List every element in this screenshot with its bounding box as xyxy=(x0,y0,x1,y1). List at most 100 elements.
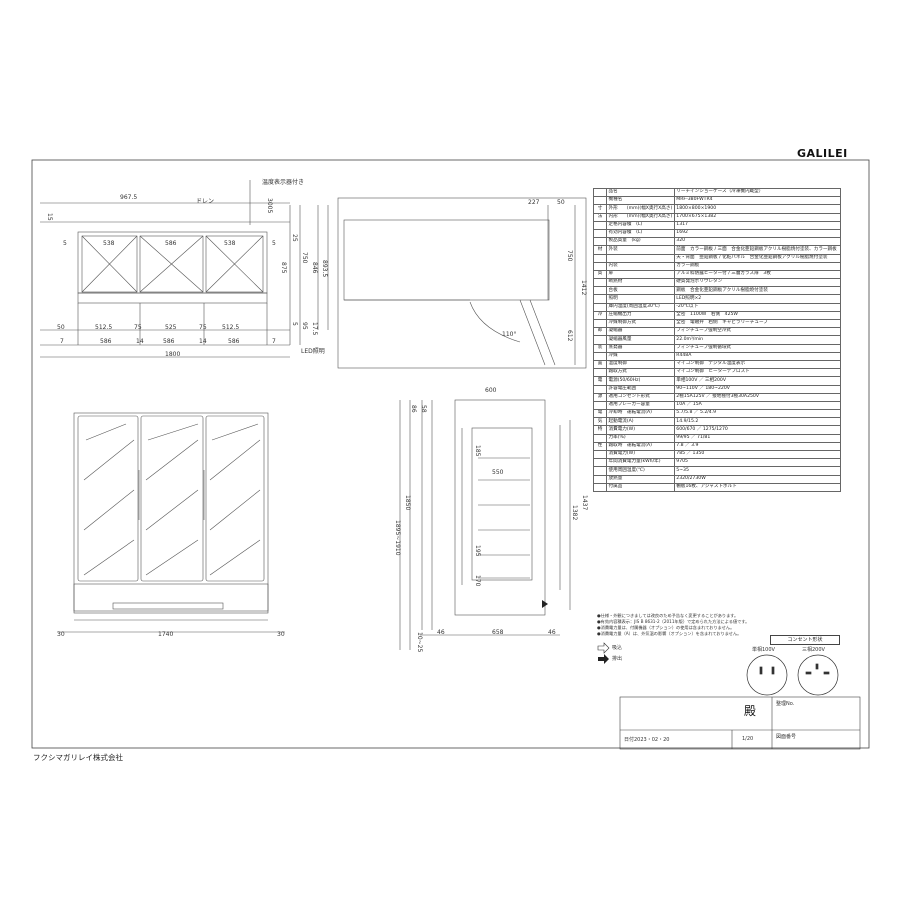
dim-label: 95 xyxy=(301,322,308,330)
spec-row: 性霜取時 運転電流(A)7.8 ／ 3.9 xyxy=(593,441,842,452)
spec-group xyxy=(593,449,607,460)
spec-group xyxy=(593,458,607,468)
dim-label: 3005 xyxy=(266,198,273,213)
spec-group xyxy=(593,318,607,329)
note-line: ●消費電力量（A）は、外気温の影響（オプション）を含まれておりません。 xyxy=(597,631,742,636)
dim-label: 5 xyxy=(291,322,298,326)
dim-label: 1382 xyxy=(571,505,578,520)
dim-label: 586 xyxy=(228,338,240,345)
spec-row: 製品質量 (kg)320 xyxy=(593,237,842,247)
spec-key: 照明 xyxy=(606,294,675,304)
dim-label: 875 xyxy=(280,262,287,274)
dim-label: 110° xyxy=(502,331,516,338)
spec-key: 凝縮器 xyxy=(606,327,675,337)
spec-row: 有効内容積 (L)1692 xyxy=(593,228,842,239)
dim-label: 658 xyxy=(492,629,504,636)
spec-group xyxy=(593,237,607,247)
spec-value: 9705 xyxy=(673,458,842,468)
spec-group: 却 xyxy=(593,327,607,337)
section-labels: 600 86 58 1895~1910 1850 1382 1437 550 1… xyxy=(394,387,588,652)
dim-label: 967.5 xyxy=(120,194,137,201)
spec-group xyxy=(593,335,607,345)
outlet-shapes xyxy=(746,654,839,696)
spec-value: 7.8 ／ 3.9 xyxy=(673,441,842,452)
spec-group xyxy=(593,294,607,304)
spec-group xyxy=(593,384,607,394)
spec-row: 法内形 (mm)(幅X奥行X高さ)1700×675×1382 xyxy=(593,212,842,222)
spec-key: 品名 xyxy=(606,187,675,198)
spec-row: 年間消費電力量(kWh/年)9705 xyxy=(593,458,842,468)
spec-group: 源 xyxy=(593,392,607,402)
dim-label: 30 xyxy=(57,631,65,638)
spec-group: 性 xyxy=(593,441,607,452)
spec-key: 起動電流(A) xyxy=(606,417,675,427)
side-plan-labels: 227 50 750 1412 612 110° xyxy=(502,199,587,342)
spec-group: 法 xyxy=(593,212,607,222)
spec-key: 放熱量 xyxy=(606,474,675,484)
spec-group xyxy=(593,187,607,198)
spec-value: 14.9/15.2 xyxy=(673,417,842,427)
spec-group xyxy=(593,228,607,239)
spec-key: 断熱材 xyxy=(606,278,675,288)
spec-row: 断熱材硬質発泡ポリウレタン xyxy=(593,278,842,288)
spec-row: 霜取方式マイコン制御 ヒーターデフロスト xyxy=(593,368,842,378)
company-name: フクシマガリレイ株式会社 xyxy=(33,753,123,762)
dim-label: 7 xyxy=(272,338,276,345)
spec-key: 定格内容積 (L) xyxy=(606,220,675,230)
spec-value: カラー鋼板 xyxy=(673,261,842,271)
dim-label: 1800 xyxy=(165,351,180,358)
dim-label: 538 xyxy=(224,240,236,247)
spec-value: 320 xyxy=(673,237,842,247)
dim-label: 7 xyxy=(60,338,64,345)
spec-value: 硬質発泡ポリウレタン xyxy=(673,278,842,288)
spec-row: 冷圧縮機出力全密 1100W 右側 425W xyxy=(593,310,842,321)
dim-label: 5 xyxy=(272,240,276,247)
spec-key: 許容電圧範囲 xyxy=(606,384,675,394)
spec-value: 1692 xyxy=(673,228,842,239)
spec-key: 消費電力(W) xyxy=(606,425,675,435)
brand-logo: GALILEI xyxy=(797,147,848,160)
spec-key: 内形 (mm)(幅X奥行X高さ) xyxy=(606,212,675,222)
spec-key: 機種名 xyxy=(606,196,675,206)
spec-key: 圧縮機出力 xyxy=(606,310,675,321)
spec-group: 置 xyxy=(593,359,607,370)
dim-label: 1412 xyxy=(580,280,587,295)
spec-key: 適用ブレーカー容量 xyxy=(606,400,675,411)
dim-label: 170 xyxy=(474,575,481,587)
dim-label: 586 xyxy=(165,240,177,247)
spec-group: 冷 xyxy=(593,310,607,321)
outlet-three-label: 三相200V xyxy=(802,647,825,653)
dim-label: 512.5 xyxy=(222,324,239,331)
dim-label: 893.5 xyxy=(321,260,328,277)
spec-value: フィンチューブ強制空冷式 xyxy=(673,327,842,337)
spec-group xyxy=(593,253,607,263)
spec-key: 霜取方式 xyxy=(606,368,675,378)
spec-row: 装蒸発器フィンチューブ強制循環式 xyxy=(593,343,842,353)
spec-value: 天・背面 亜鉛鋼板 / 化粧パネル 合金化亜鉛鋼板アクリル樹脂焼付塗装 xyxy=(673,253,842,263)
spec-group: 寸 xyxy=(593,204,607,214)
spec-group xyxy=(593,433,607,443)
spec-key: 消費電力(W) xyxy=(606,449,675,460)
dim-label: 14 xyxy=(199,338,207,345)
legend-exhaust: 排出 xyxy=(612,656,623,662)
spec-key: 冷媒制御方式 xyxy=(606,318,675,329)
legend-intake: 吸込 xyxy=(612,645,623,651)
spec-value: 全密 1100W 右側 425W xyxy=(673,310,842,321)
spec-group xyxy=(593,278,607,288)
dim-label: 50 xyxy=(557,199,565,206)
spec-row: 品名リーチインショーケース（冷凍機内蔵型） xyxy=(593,187,842,198)
spec-key: 外装 xyxy=(606,245,675,255)
spec-key: 年間消費電力量(kWh/年) xyxy=(606,458,675,468)
single-phase-outlet-icon xyxy=(746,654,788,696)
spec-group: 特 xyxy=(593,425,607,435)
spec-value: マイコン制御 デジタル温度表示 xyxy=(673,359,842,370)
spec-group xyxy=(593,302,607,312)
note-line: ●仕様・外観につきましては改良のため予告なく変更することがあります。 xyxy=(597,613,739,618)
spec-value: 600/670 ／ 1275/1270 xyxy=(673,425,842,435)
